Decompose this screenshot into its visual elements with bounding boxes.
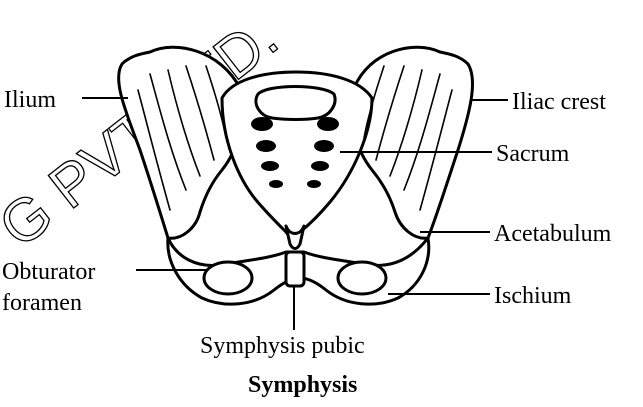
label-acetabulum: Acetabulum xyxy=(494,221,612,247)
pubic-symphysis xyxy=(286,252,304,286)
left-obturator-foramen xyxy=(204,262,252,294)
label-ilium: Ilium xyxy=(4,87,56,113)
label-symphysis-pubic: Symphysis pubic xyxy=(200,333,365,359)
right-ilium-wing xyxy=(351,47,472,238)
label-ischium: Ischium xyxy=(494,283,572,309)
right-obturator-foramen xyxy=(338,262,386,294)
figure-caption: Symphysis xyxy=(248,372,357,398)
label-iliac-crest: Iliac crest xyxy=(512,89,606,115)
label-obturator-line1: Obturator xyxy=(2,259,95,285)
label-obturator-line2: foramen xyxy=(2,290,82,316)
sacral-promontory xyxy=(256,87,335,120)
label-sacrum: Sacrum xyxy=(496,141,570,167)
left-ilium-wing xyxy=(119,47,243,238)
pelvis-bone xyxy=(119,47,473,304)
